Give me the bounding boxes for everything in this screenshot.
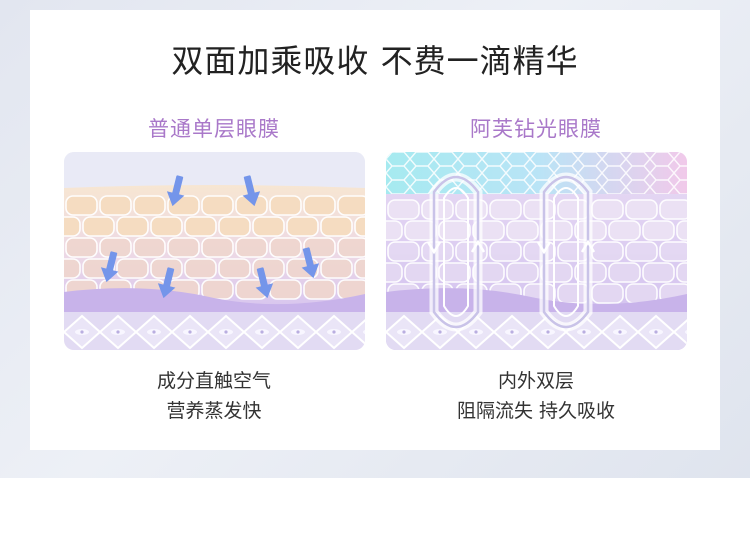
skin-cell (320, 216, 353, 237)
down-arrow-icon (157, 267, 176, 299)
skin-cell (252, 258, 285, 279)
skin-cell (642, 220, 675, 241)
skin-cell (591, 241, 624, 262)
skin-cell (337, 195, 365, 216)
skin-cells (64, 195, 365, 300)
skin-cell (354, 258, 365, 279)
skin-cell (676, 220, 687, 241)
skin-cell (489, 199, 522, 220)
skin-cell (387, 241, 420, 262)
skin-cell (269, 195, 302, 216)
skin-cell (659, 241, 687, 262)
skin-cell (625, 199, 658, 220)
skin-cell (286, 216, 319, 237)
left-caption: 成分直触空气 营养蒸发快 (64, 366, 364, 426)
headline: 双面加乘吸收 不费一滴精华 (171, 42, 579, 80)
skin-cell (303, 237, 336, 258)
skin-cell (116, 258, 149, 279)
skin-cell (201, 279, 234, 300)
skin-cell (438, 220, 471, 241)
skin-cell (201, 195, 234, 216)
right-caption: 内外双层 阻隔流失 持久吸收 (386, 366, 686, 426)
skin-cell (269, 279, 302, 300)
skin-cell (64, 216, 81, 237)
skin-cell (387, 199, 420, 220)
left-caption-line2: 营养蒸发快 (166, 400, 262, 422)
down-arrow-icon (301, 247, 320, 279)
skin-cell (591, 199, 624, 220)
purple-membrane (64, 288, 365, 317)
hexagon-net-icon (386, 152, 687, 194)
skin-cell (608, 262, 641, 283)
skin-cell (625, 283, 658, 304)
down-arrow-icon (242, 175, 261, 207)
skin-cell (438, 262, 471, 283)
skin-cell (82, 216, 115, 237)
skin-cell (659, 199, 687, 220)
skin-cell (133, 195, 166, 216)
circulation-loop-icon (536, 172, 596, 332)
skin-cell (506, 262, 539, 283)
left-caption-line1: 成分直触空气 (156, 370, 271, 392)
skin-cell (676, 262, 687, 283)
skin-cell (354, 216, 365, 237)
skin-cell (489, 241, 522, 262)
purple-membrane (386, 288, 687, 317)
down-arrow-icon (166, 175, 185, 207)
afu-mask-illustration (386, 152, 687, 350)
skin-cell (591, 283, 624, 304)
down-arrow-icon (255, 267, 274, 299)
skin-cell (252, 216, 285, 237)
skin-cell (608, 220, 641, 241)
base-layer (386, 312, 687, 350)
skin-cell (99, 195, 132, 216)
evaporation-arrows (100, 175, 320, 299)
circulation-loop-icon (426, 172, 486, 332)
skin-cell (235, 237, 268, 258)
left-column-title: 普通单层眼膜 (148, 117, 280, 141)
skin-cell (642, 262, 675, 283)
right-caption-line1: 内外双层 (497, 370, 574, 392)
skin-cell (201, 237, 234, 258)
skin-cell (116, 216, 149, 237)
circulation-loops (426, 172, 596, 332)
skin-cell (184, 216, 217, 237)
skin-cell (386, 262, 403, 283)
skin-cell (64, 258, 81, 279)
skin-cell (133, 237, 166, 258)
skin-cell (303, 279, 336, 300)
down-arrow-icon (100, 251, 119, 283)
skin-cell (303, 195, 336, 216)
skin-cell (506, 220, 539, 241)
skin-cell (150, 216, 183, 237)
skin-cell (218, 216, 251, 237)
skin-cell (337, 237, 365, 258)
skin-cell (167, 237, 200, 258)
skin-cell (218, 258, 251, 279)
skin-cell (625, 241, 658, 262)
base-layer (64, 312, 365, 350)
skin-cell (184, 258, 217, 279)
right-column-title: 阿芙钻光眼膜 (470, 117, 602, 141)
right-caption-line2: 阻隔流失 持久吸收 (456, 400, 616, 422)
skin-cell (65, 237, 98, 258)
ordinary-mask-illustration (64, 152, 365, 350)
skin-cell (386, 220, 403, 241)
skin-cell (65, 195, 98, 216)
skin-cell (269, 237, 302, 258)
skin-cell (320, 258, 353, 279)
